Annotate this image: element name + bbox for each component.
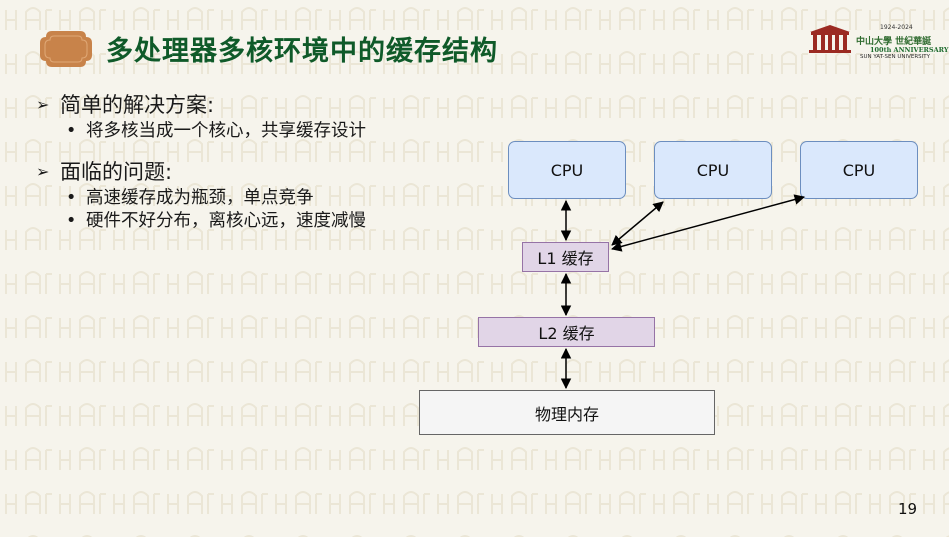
sub-bullet: • 将多核当成一个核心，共享缓存设计: [36, 121, 436, 142]
bullet-heading-text: 面临的问题:: [60, 160, 173, 184]
arrow-bullet-icon: ➢: [36, 162, 50, 181]
sub-bullet: • 高速缓存成为瓶颈，单点竞争: [36, 188, 436, 209]
cpu-box-2: CPU: [654, 141, 772, 199]
title-badge-icon: [40, 31, 92, 67]
sub-bullet-text: 高速缓存成为瓶颈，单点竞争: [86, 188, 314, 208]
arrow-cpu3-l1: [610, 194, 806, 252]
bullet-heading-text: 简单的解决方案:: [60, 93, 215, 117]
logo-university: SUN YAT-SEN UNIVERSITY: [860, 54, 930, 60]
sub-bullet: • 硬件不好分布，离核心远，速度减慢: [36, 211, 436, 232]
arrow-bullet-icon: ➢: [36, 95, 50, 114]
sub-bullet-text: 硬件不好分布，离核心远，速度减慢: [86, 211, 366, 231]
building-icon: [809, 25, 851, 53]
bullet-heading: ➢ 面临的问题:: [36, 158, 456, 186]
cpu-box-3: CPU: [800, 141, 918, 199]
arrow-cpu2-l1: [611, 201, 664, 246]
logo-name: 中山大學 世紀華誕: [856, 37, 932, 47]
page-number: 19: [898, 500, 918, 518]
university-logo: 1924-2024 中山大學 世紀華誕 100th ANNIVERSARY SU…: [808, 22, 949, 64]
memory-box: 物理内存: [419, 390, 715, 435]
logo-years: 1924-2024: [880, 24, 913, 31]
bullet-list: ➢ 简单的解决方案: • 将多核当成一个核心，共享缓存设计 ➢ 面临的问题: •…: [36, 91, 456, 232]
sub-bullet-text: 将多核当成一个核心，共享缓存设计: [86, 121, 366, 141]
dot-bullet-icon: •: [66, 121, 77, 141]
page-title: 多处理器多核环境中的缓存结构: [106, 36, 498, 67]
dot-bullet-icon: •: [66, 188, 77, 208]
l1-cache-box: L1 缓存: [522, 242, 609, 272]
dot-bullet-icon: •: [66, 211, 77, 231]
l2-cache-box: L2 缓存: [478, 317, 655, 347]
bullet-heading: ➢ 简单的解决方案:: [36, 91, 456, 119]
logo-anniversary: 100th ANNIVERSARY: [870, 46, 949, 54]
cpu-box-1: CPU: [508, 141, 626, 199]
